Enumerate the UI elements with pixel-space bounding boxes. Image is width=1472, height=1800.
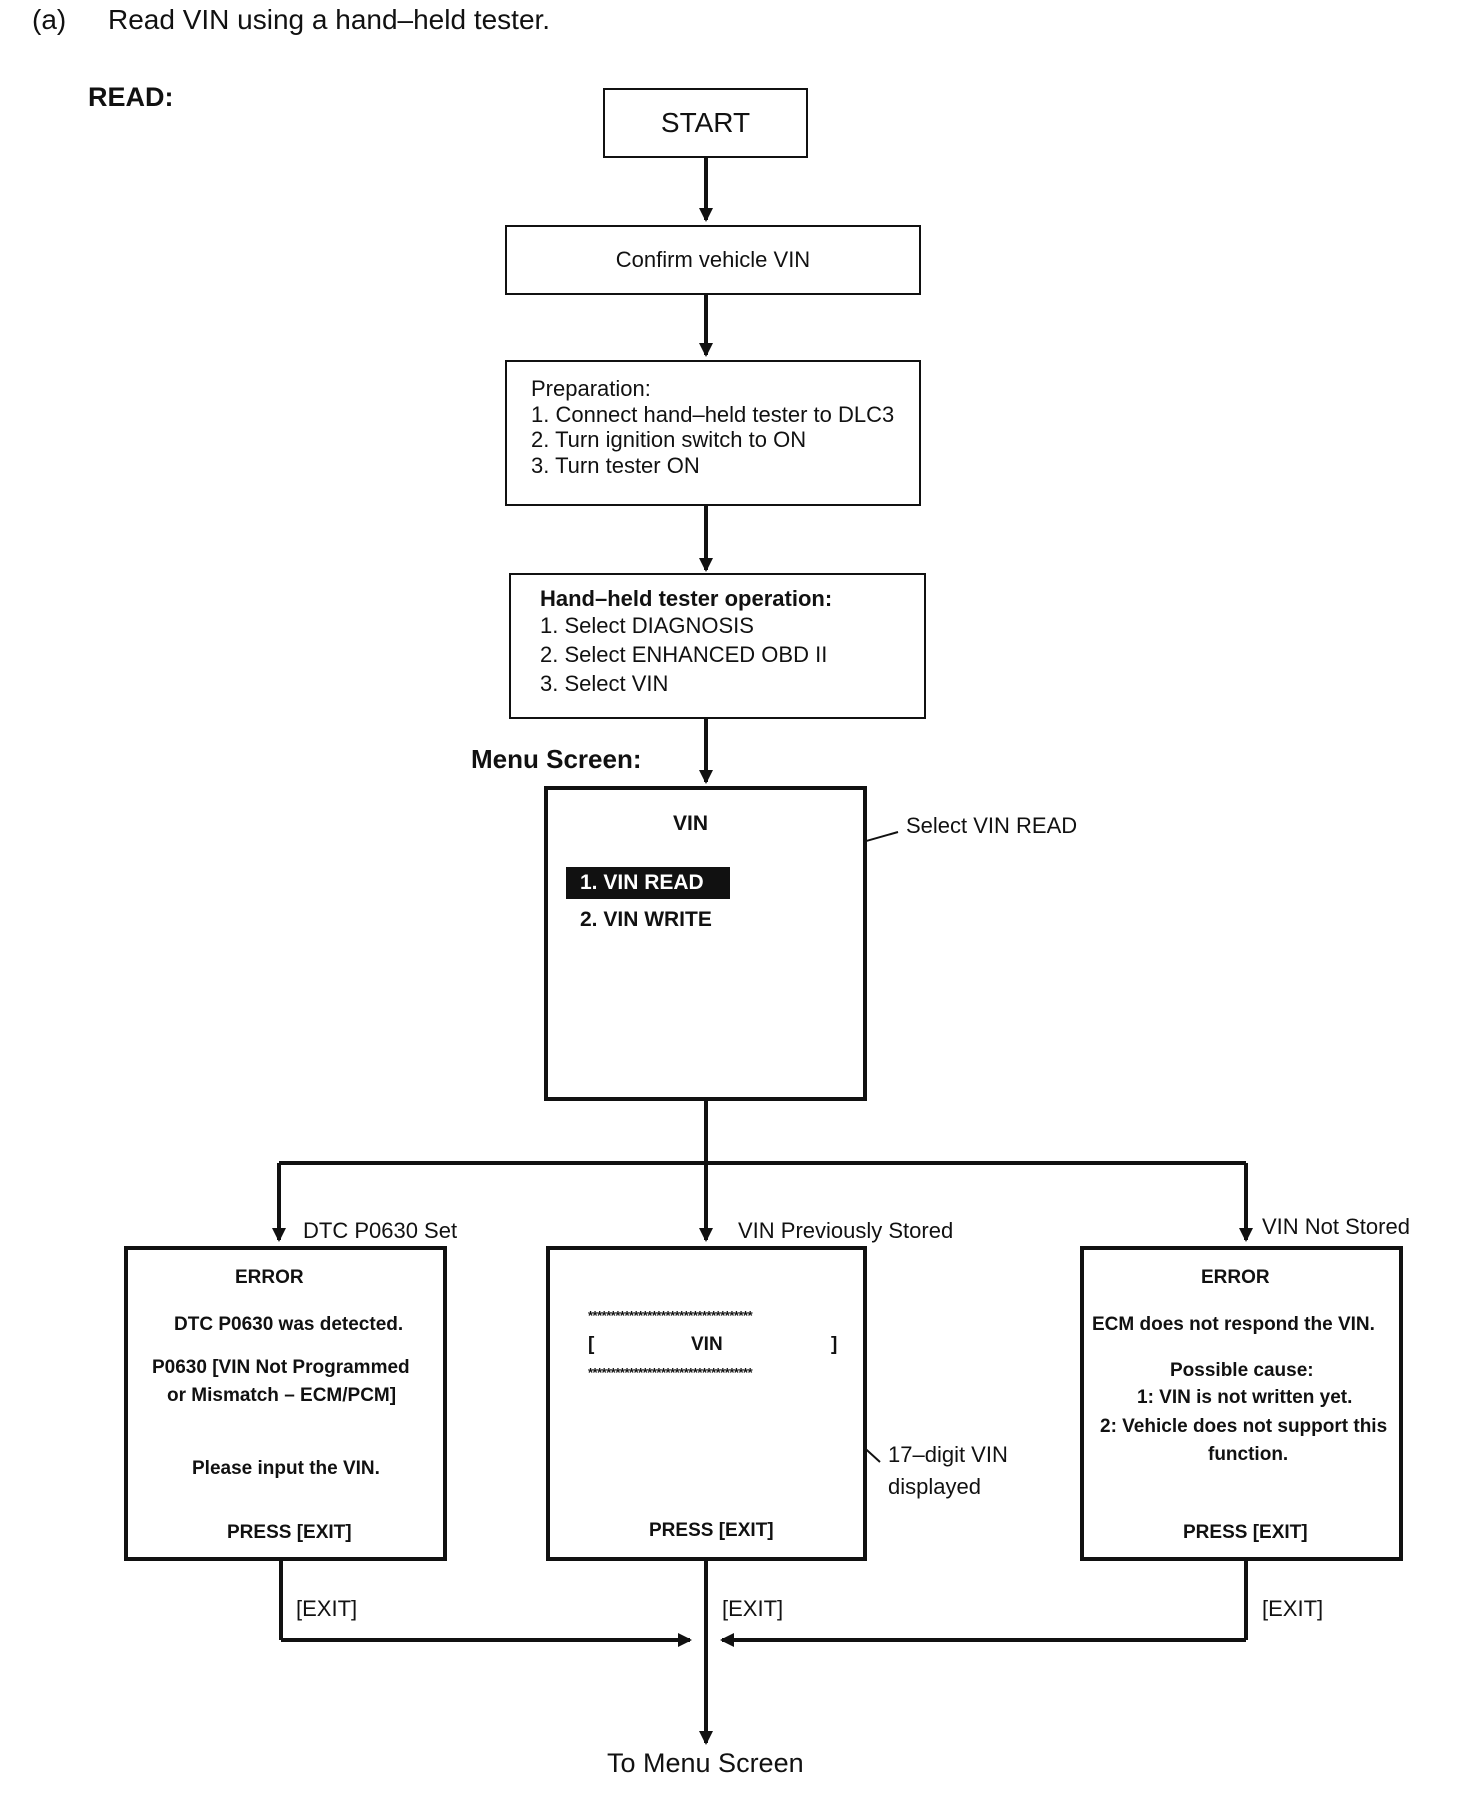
exit-label-right: [EXIT] (1262, 1596, 1324, 1621)
read-label: READ: (88, 82, 174, 112)
preparation-step-3: 3. Turn tester ON (531, 453, 700, 478)
callout-label-select-vin-read: Select VIN READ (906, 813, 1078, 838)
error-title: ERROR (235, 1267, 304, 1288)
operation-step-2: 2. Select ENHANCED OBD II (540, 642, 828, 667)
preparation-step-1: 1. Connect hand–held tester to DLC3 (531, 402, 895, 427)
operation-box: Hand–held tester operation: 1. Select DI… (509, 573, 926, 719)
error-line: 1: VIN is not written yet. (1137, 1387, 1353, 1408)
vin-display-box: ************************************ [ V… (546, 1246, 867, 1561)
error-line: Possible cause: (1170, 1360, 1314, 1381)
bracket-open: [ (588, 1334, 595, 1355)
start-box: START (603, 88, 808, 158)
page-title: Read VIN using a hand–held tester. (108, 4, 551, 35)
error-line: Please input the VIN. (192, 1458, 380, 1479)
confirm-box: Confirm vehicle VIN (505, 225, 921, 295)
branch-label-vin-previously-stored: VIN Previously Stored (738, 1218, 954, 1243)
section-index: (a) (32, 4, 67, 35)
confirm-label: Confirm vehicle VIN (615, 247, 811, 272)
asterisk-row: ************************************ (588, 1308, 753, 1323)
error-line: 2: Vehicle does not support this (1100, 1416, 1388, 1437)
asterisk-row: ************************************ (588, 1365, 753, 1380)
operation-heading: Hand–held tester operation: (540, 586, 833, 611)
branch-label-dtc-p0630: DTC P0630 Set (303, 1218, 458, 1243)
error-box-dtc: ERROR DTC P0630 was detected. P0630 [VIN… (124, 1246, 447, 1561)
branch-label-vin-not-stored: VIN Not Stored (1262, 1214, 1410, 1239)
menu-item-vin-write: 2. VIN WRITE (580, 908, 712, 931)
preparation-heading: Preparation: (531, 376, 651, 401)
menu-item-vin-read: 1. VIN READ (566, 867, 730, 899)
operation-step-3: 3. Select VIN (540, 671, 669, 696)
error-line: P0630 [VIN Not Programmed (152, 1357, 410, 1378)
bracket-close: ] (831, 1334, 838, 1355)
menu-screen-title: VIN (673, 812, 709, 835)
preparation-step-2: 2. Turn ignition switch to ON (531, 427, 807, 452)
callout-label-displayed: displayed (888, 1474, 981, 1499)
press-exit-text: PRESS [EXIT] (227, 1522, 352, 1543)
exit-label-left: [EXIT] (296, 1596, 358, 1621)
exit-label-middle: [EXIT] (722, 1596, 784, 1621)
start-label: START (660, 107, 751, 138)
error-line: function. (1208, 1444, 1289, 1465)
error-line: or Mismatch – ECM/PCM] (167, 1385, 397, 1406)
press-exit-text: PRESS [EXIT] (1183, 1522, 1308, 1543)
error-title: ERROR (1201, 1267, 1270, 1288)
menu-screen-label: Menu Screen: (471, 744, 642, 774)
error-line: DTC P0630 was detected. (174, 1314, 404, 1335)
error-box-not-stored: ERROR ECM does not respond the VIN. Poss… (1080, 1246, 1403, 1561)
press-exit-text: PRESS [EXIT] (649, 1520, 774, 1541)
to-menu-screen-label: To Menu Screen (607, 1748, 804, 1778)
callout-label-17-digit-vin: 17–digit VIN (888, 1442, 1008, 1467)
operation-step-1: 1. Select DIAGNOSIS (540, 613, 754, 638)
vin-placeholder: VIN (691, 1334, 723, 1355)
error-line: ECM does not respond the VIN. (1092, 1314, 1375, 1335)
preparation-box: Preparation: 1. Connect hand–held tester… (505, 360, 921, 506)
menu-screen-box: VIN 1. VIN READ 2. VIN WRITE (544, 786, 867, 1101)
